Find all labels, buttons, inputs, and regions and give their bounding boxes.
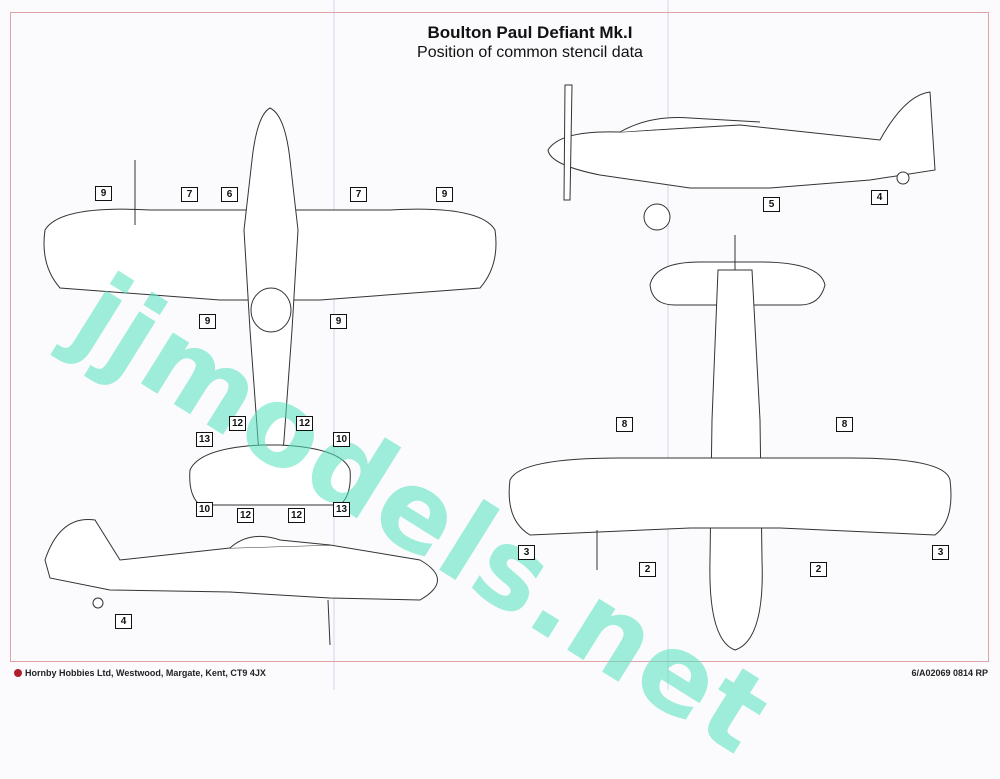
side-view-left [44,519,438,646]
page-title: Boulton Paul Defiant Mk.I [427,23,633,42]
stencil-label: 12 [237,508,254,523]
stencil-label: 7 [350,187,367,202]
top-view-tailplane [189,444,351,506]
stencil-label: 7 [181,187,198,202]
stencil-label: 4 [871,190,888,205]
footer-publisher: Hornby Hobbies Ltd, Westwood, Margate, K… [14,668,266,678]
side-view-right [547,84,936,231]
stencil-label: 3 [932,545,949,560]
stencil-label: 10 [333,432,350,447]
stencil-label: 9 [199,314,216,329]
bottom-view-wing [508,457,952,536]
stencil-label: 8 [616,417,633,432]
hornby-logo-icon [14,669,22,677]
stencil-label: 5 [763,197,780,212]
stencil-label: 2 [810,562,827,577]
stencil-label: 12 [288,508,305,523]
footer-code: 6/A02069 0814 RP [911,668,988,678]
fold-line [667,0,669,690]
stencil-label: 13 [333,502,350,517]
bottom-view [508,235,952,651]
stencil-label: 8 [836,417,853,432]
top-view [43,107,497,506]
page-subtitle: Position of common stencil data [417,44,643,61]
stencil-label: 12 [296,416,313,431]
side-view-left-fuselage [44,519,438,601]
publisher-text: Hornby Hobbies Ltd, Westwood, Margate, K… [25,668,266,678]
stencil-label: 6 [221,187,238,202]
aircraft-drawings [43,84,952,651]
stencil-label: 10 [196,502,213,517]
propeller [563,84,573,201]
stencil-label: 12 [229,416,246,431]
stencil-label: 9 [436,187,453,202]
top-view-turret [250,287,292,333]
stencil-label: 13 [196,432,213,447]
stencil-label: 3 [518,545,535,560]
page-border [10,12,989,662]
title-block: Boulton Paul Defiant Mk.I Position of co… [380,23,680,62]
side-view-right-fuselage [547,91,936,189]
stencil-label: 4 [115,614,132,629]
fold-line [333,0,335,690]
stencil-label: 9 [95,186,112,201]
stencil-label: 9 [330,314,347,329]
stencil-label: 2 [639,562,656,577]
